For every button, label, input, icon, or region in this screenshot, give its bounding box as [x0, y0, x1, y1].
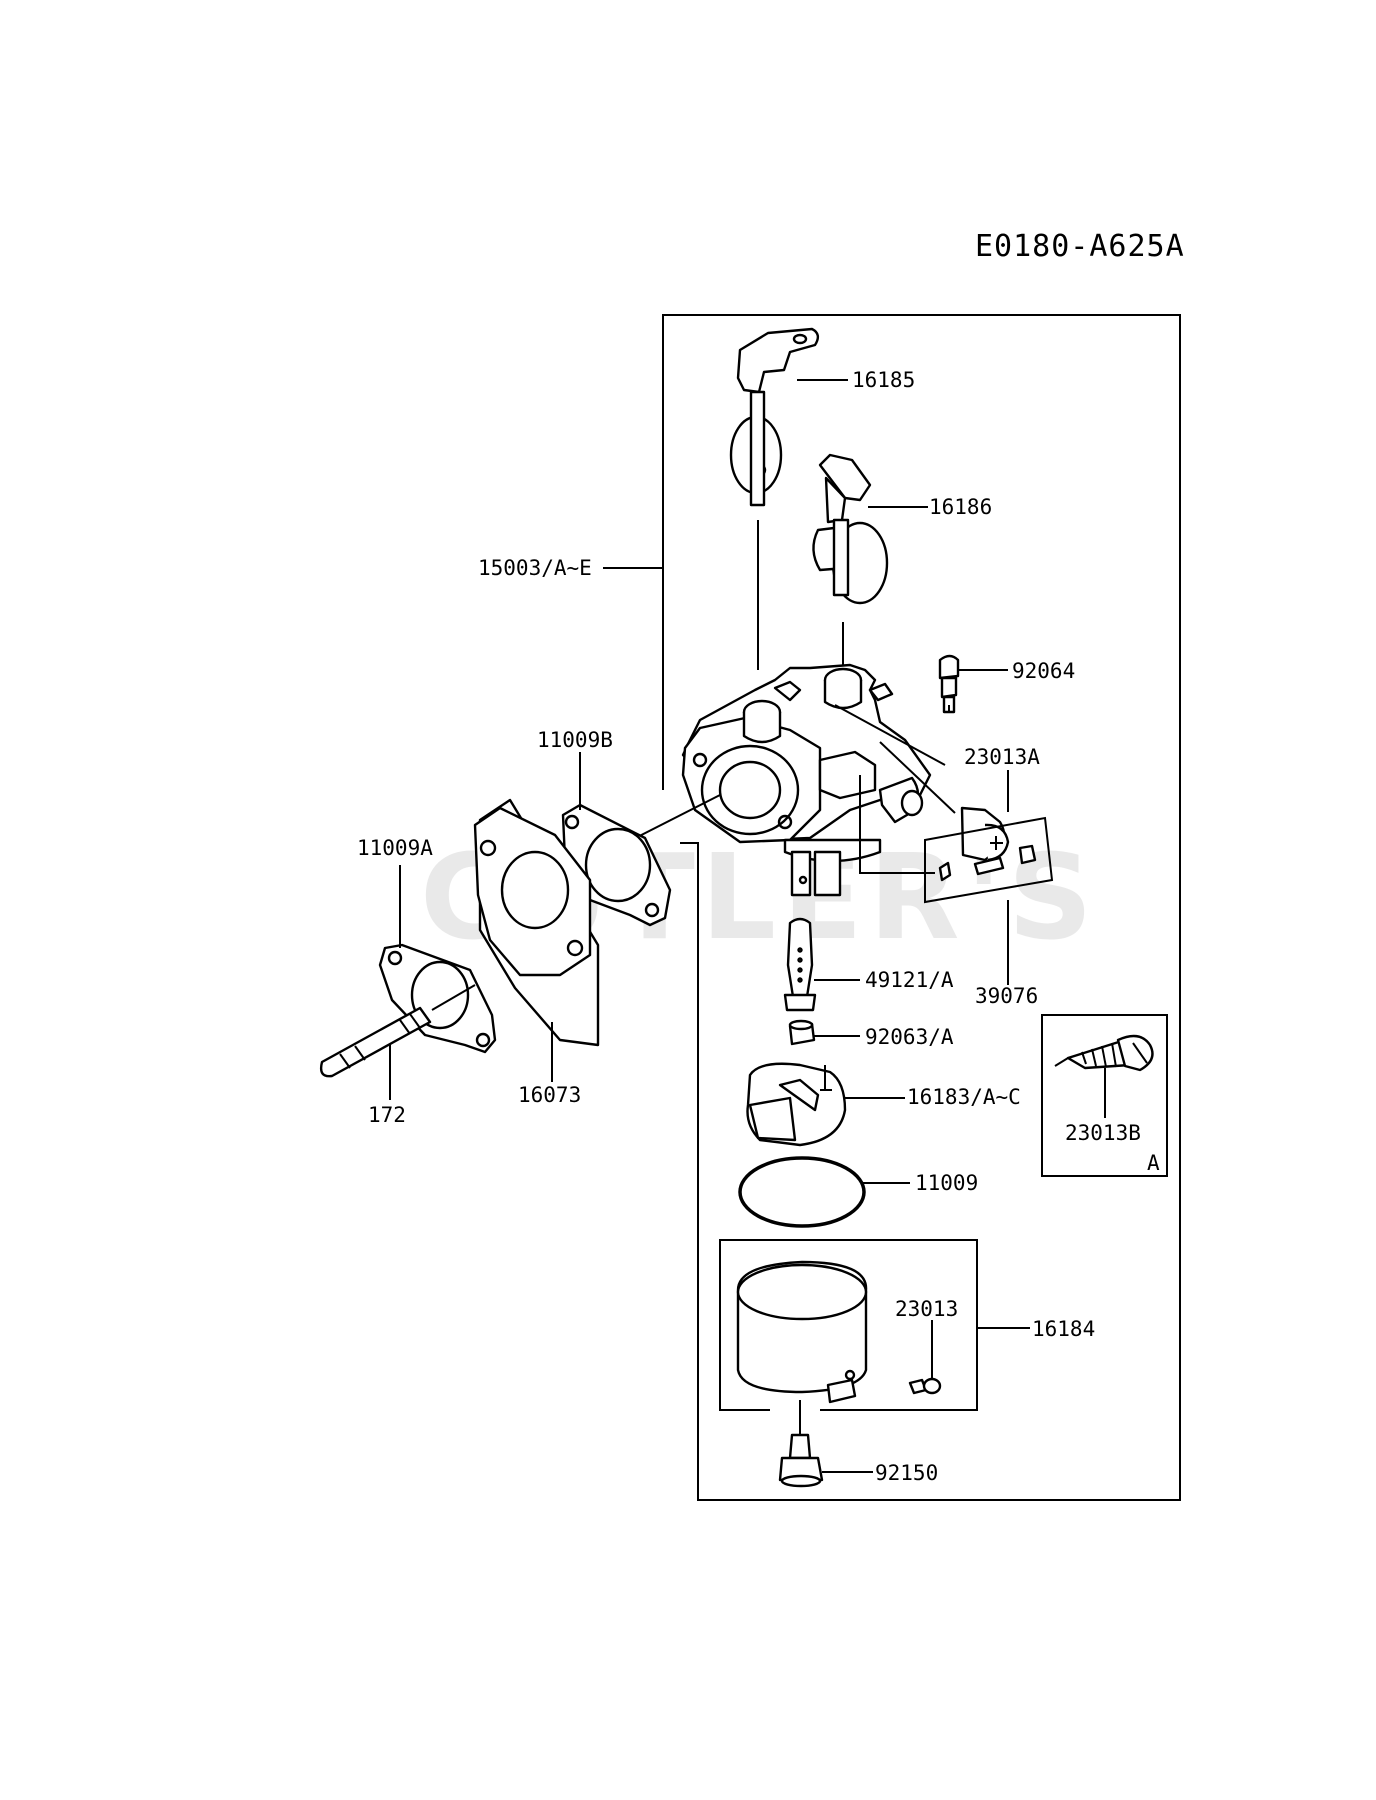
- leader-92064-body: [834, 704, 946, 766]
- part-16184-float-bowl: [719, 1239, 978, 1411]
- leader-23013A-body: [879, 741, 956, 814]
- label-49121: 49121/A: [865, 968, 954, 992]
- label-ref-A: A: [1147, 1151, 1160, 1175]
- part-16186-throttle-lever: [812, 453, 889, 670]
- label-11009: 11009: [915, 1171, 978, 1195]
- part-23013B-reference: [1041, 1014, 1168, 1177]
- part-23013A-screw: [960, 806, 1010, 862]
- part-172-stud: [319, 984, 476, 1078]
- label-16184: 16184: [1032, 1317, 1095, 1341]
- part-15003-carburetor-body: [681, 663, 932, 897]
- part-49121-nozzle: [783, 917, 817, 1012]
- label-92150: 92150: [875, 1461, 938, 1485]
- label-16186: 16186: [929, 495, 992, 519]
- label-92063: 92063/A: [865, 1025, 954, 1049]
- diagram-code: E0180-A625A: [975, 229, 1185, 264]
- part-11009A-gasket: [378, 943, 497, 1054]
- label-15003: 15003/A~E: [478, 556, 592, 580]
- part-16183-float: [746, 1062, 847, 1147]
- label-23013: 23013: [895, 1297, 958, 1321]
- label-16183: 16183/A~C: [907, 1085, 1021, 1109]
- label-16073: 16073: [518, 1083, 581, 1107]
- label-11009B: 11009B: [537, 728, 613, 752]
- part-92063-jet: [788, 1019, 816, 1046]
- label-23013A: 23013A: [964, 745, 1040, 769]
- label-11009A: 11009A: [357, 836, 433, 860]
- label-172: 172: [368, 1103, 406, 1127]
- label-23013B: 23013B: [1065, 1121, 1141, 1145]
- part-39076-jet-kit: [859, 775, 1054, 904]
- part-92150-bolt: [778, 1400, 824, 1488]
- part-16185-choke-lever: [729, 327, 820, 670]
- label-39076: 39076: [975, 984, 1038, 1008]
- label-92064: 92064: [1012, 659, 1075, 683]
- part-16073-insulator: [473, 798, 600, 1047]
- label-16185: 16185: [852, 368, 915, 392]
- assembly-frame: [662, 314, 1181, 1501]
- part-11009-o-ring: [738, 1156, 866, 1228]
- part-92064-screw: [938, 654, 960, 714]
